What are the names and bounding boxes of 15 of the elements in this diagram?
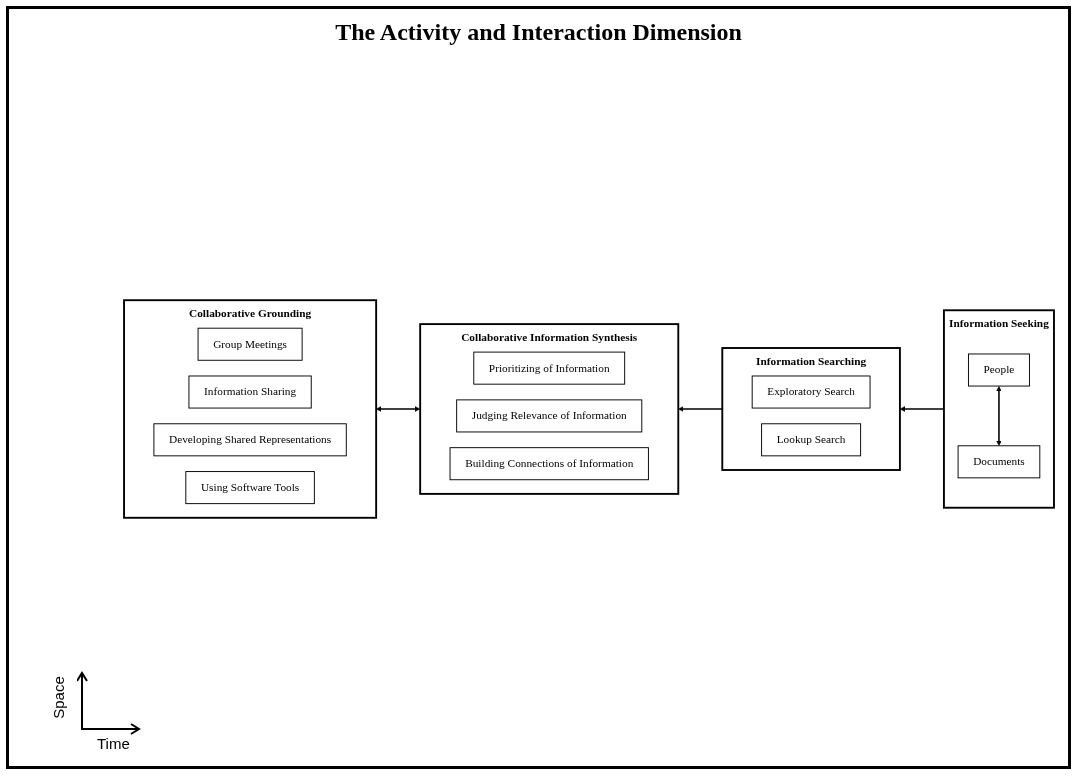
node-box: Lookup Search (761, 423, 862, 457)
axis-label: Space (49, 676, 67, 719)
node-box: Developing Shared Representations (153, 423, 347, 457)
node-box: Information Sharing (188, 375, 312, 409)
diagram-title: The Activity and Interaction Dimension (335, 19, 742, 46)
node-box: Judging Relevance of Information (456, 399, 643, 433)
node-box: People (968, 353, 1030, 387)
node-box: Building Connections of Information (449, 447, 649, 481)
axis-label: Time (97, 735, 130, 752)
node-box: Group Meetings (197, 327, 303, 361)
node-box: Prioritizing of Information (473, 351, 626, 385)
node-box: Exploratory Search (751, 375, 871, 409)
node-box: Documents (957, 445, 1041, 479)
node-box: Using Software Tools (185, 471, 315, 505)
arrow (996, 386, 1002, 447)
